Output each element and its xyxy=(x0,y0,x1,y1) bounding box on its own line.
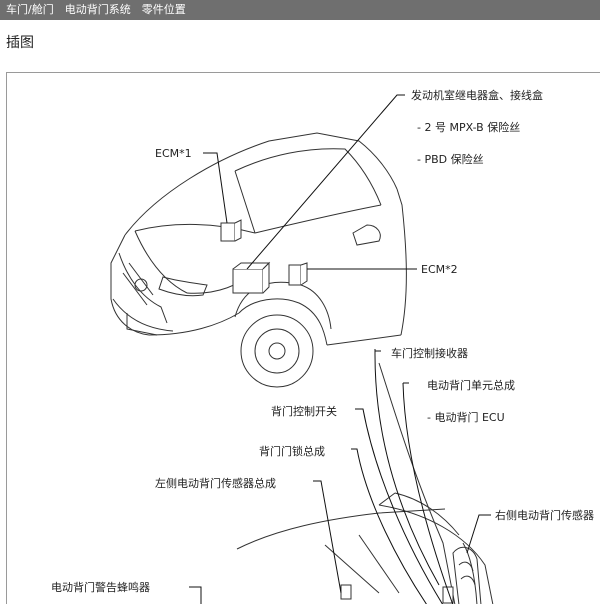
switch-block xyxy=(340,584,352,600)
label-fuse-mpx: - 2 号 MPX-B 保险丝 xyxy=(417,120,520,134)
label-door-receiver: 车门控制接收器 xyxy=(391,346,468,360)
label-right-sensor: 右侧电动背门传感器 xyxy=(495,508,594,522)
section-title: 插图 xyxy=(6,35,34,51)
breadcrumb: 车门/舱门 电动背门系统 零件位置 xyxy=(6,3,186,16)
label-ecm1: ECM*1 xyxy=(155,147,192,160)
leader-lines xyxy=(189,94,491,604)
label-back-door-lock: 背门门锁总成 xyxy=(259,444,325,458)
illustration-figure: 发动机室继电器盒、接线盒 - 2 号 MPX-B 保险丝 - PBD 保险丝 E… xyxy=(6,72,600,604)
lock-block xyxy=(442,586,454,604)
label-fuse-pbd: - PBD 保险丝 xyxy=(417,152,484,166)
label-ecm2: ECM*2 xyxy=(421,263,458,276)
ecm1-block xyxy=(220,222,236,242)
vehicle-drawing xyxy=(110,132,494,604)
label-pbd-ecu: - 电动背门 ECU xyxy=(427,410,505,424)
illustration-svg: 发动机室继电器盒、接线盒 - 2 号 MPX-B 保险丝 - PBD 保险丝 E… xyxy=(51,88,594,604)
breadcrumb-bar: 车门/舱门 电动背门系统 零件位置 xyxy=(0,0,600,20)
label-left-sensor: 左侧电动背门传感器总成 xyxy=(155,476,276,490)
label-relay-box: 发动机室继电器盒、接线盒 xyxy=(411,88,543,102)
label-back-door-switch: 背门控制开关 xyxy=(271,404,337,418)
label-pbd-unit: 电动背门单元总成 xyxy=(427,378,515,392)
label-buzzer: 电动背门警告蜂鸣器 xyxy=(51,580,150,594)
relay-box-block xyxy=(232,268,264,294)
ecm2-block xyxy=(288,264,302,286)
